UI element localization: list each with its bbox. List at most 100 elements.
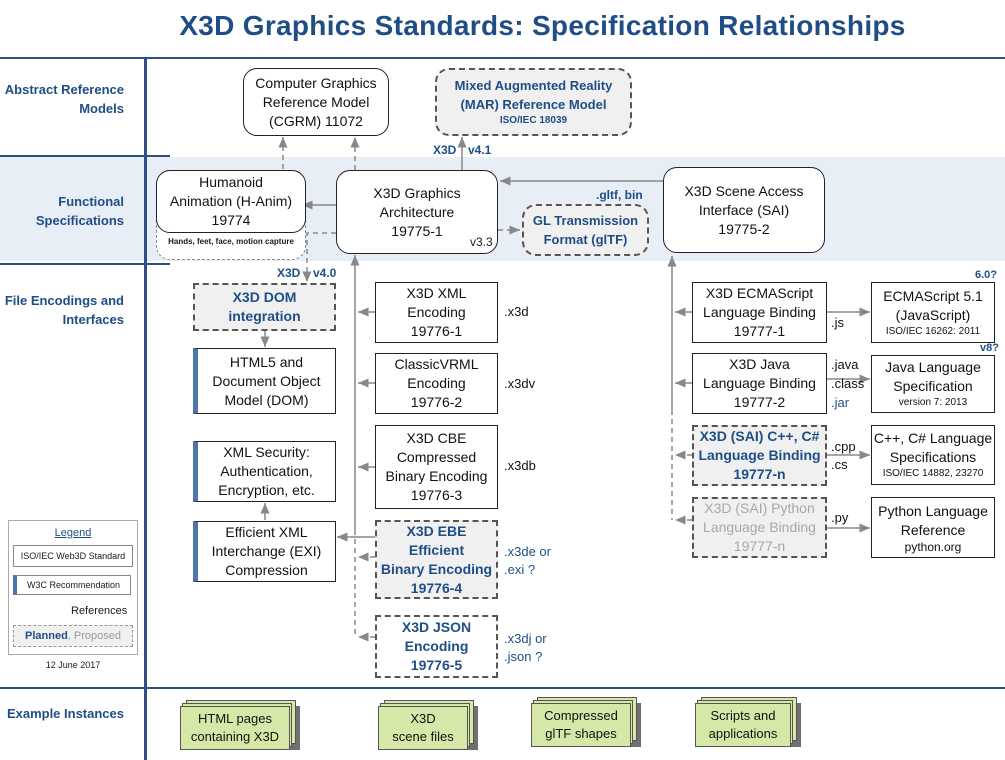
file-ext: .jar <box>831 395 850 410</box>
box-text: Java Language <box>885 359 981 375</box>
legend-iso: ISO/IEC Web3D Standard <box>13 545 133 567</box>
box-text: ECMAScript 5.1 <box>883 287 983 304</box>
date-label: 12 June 2017 <box>45 660 101 670</box>
file-ext: .x3d <box>504 304 529 319</box>
file-ext: .cs <box>831 457 848 472</box>
file-ext: .py <box>831 510 849 525</box>
box-text: Computer Graphics <box>255 74 377 91</box>
box-text: Encryption, etc. <box>218 482 315 498</box>
hanim-note: Hands, feet, face, motion capture <box>168 237 294 246</box>
box-text: Python Language <box>878 502 988 519</box>
functional-band <box>0 157 1005 261</box>
box-text: C++, C# Language <box>873 430 993 446</box>
box-text: X3D (SAI) Python <box>704 500 815 516</box>
box-text: 19776-4 <box>410 579 463 596</box>
box-text: 19776-1 <box>410 323 463 339</box>
box-text: 19775-1 <box>391 222 443 239</box>
row-label-encodings: File Encodings and Interfaces <box>4 293 124 327</box>
box-text: Binary Encoding <box>385 468 488 484</box>
mar-box[interactable]: Mixed Augmented Reality (MAR) Reference … <box>435 68 632 136</box>
box-text: Efficient <box>408 541 465 558</box>
cbe-encoding-box[interactable]: X3D CBE Compressed Binary Encoding 19776… <box>375 425 498 509</box>
divider <box>0 687 1005 689</box>
box-text: X3D Graphics <box>373 184 461 201</box>
version-label: v4.1 <box>468 143 492 157</box>
version-label: 6.0? <box>975 269 998 281</box>
ebe-encoding-box[interactable]: X3D EBE Efficient Binary Encoding 19776-… <box>375 520 498 599</box>
box-text: Compressed <box>396 449 477 465</box>
file-ext: .x3dv <box>504 376 536 391</box>
box-text: Interchange (EXI) <box>211 543 322 559</box>
box-text: X3D DOM <box>232 289 297 305</box>
box-text: Language Binding <box>703 519 816 535</box>
sai-box[interactable]: X3D Scene Access Interface (SAI) 19775-2 <box>663 167 825 253</box>
xml-security-box[interactable]: XML Security: Authentication, Encryption… <box>193 441 336 502</box>
python-spec-box[interactable]: Python Language Reference python.org <box>871 497 995 558</box>
xml-encoding-box[interactable]: X3D XML Encoding 19776-1 <box>375 282 498 343</box>
box-text: 19776-2 <box>410 394 463 410</box>
box-text: X3D Scene Access <box>684 182 804 199</box>
html5-box[interactable]: HTML5 and Document Object Model (DOM) <box>193 348 336 414</box>
architecture-box[interactable]: X3D Graphics Architecture 19775-1 <box>336 170 498 254</box>
file-ext: .cpp <box>831 439 856 454</box>
box-text: (MAR) Reference Model <box>460 97 607 112</box>
box-text: Interface (SAI) <box>698 201 790 218</box>
version-label: v4.0 <box>313 266 337 280</box>
box-text: ISO/IEC 14882, 23270 <box>882 468 984 479</box>
box-text: 19776-5 <box>410 657 463 673</box>
box-text: 19777-2 <box>733 394 786 410</box>
version-label: X3D <box>433 143 457 157</box>
box-text: Format (glTF) <box>543 232 628 247</box>
file-ext: .json ? <box>504 649 543 664</box>
cgrm-box[interactable]: Computer Graphics Reference Model (CGRM)… <box>243 68 389 136</box>
java-binding-box[interactable]: X3D Java Language Binding 19777-2 <box>692 353 827 414</box>
file-ext: .x3de or <box>504 544 551 559</box>
box-text: Model (DOM) <box>224 391 309 408</box>
json-encoding-box[interactable]: X3D JSON Encoding 19776-5 <box>375 615 498 678</box>
ecmascript-binding-box[interactable]: X3D ECMAScript Language Binding 19777-1 <box>692 282 827 343</box>
box-text: Language Binding <box>698 447 821 463</box>
divider <box>0 57 1005 59</box>
dom-integration-box[interactable]: X3D DOM integration <box>193 283 336 331</box>
box-text: Animation (H-Anim) <box>169 193 293 209</box>
box-text: Specification <box>893 378 973 394</box>
box-text: 19776-3 <box>410 487 463 503</box>
classicvrml-encoding-box[interactable]: ClassicVRML Encoding 19776-2 <box>375 353 498 414</box>
box-text: 19777-n <box>733 538 786 554</box>
row-label-abstract: Abstract Reference Models <box>4 82 124 116</box>
python-binding-box[interactable]: X3D (SAI) Python Language Binding 19777-… <box>692 497 827 558</box>
box-text: 19775-2 <box>718 220 770 237</box>
box-text: XML Security: <box>223 444 310 460</box>
box-text: 19777-n <box>733 466 786 482</box>
cpp-spec-box[interactable]: C++, C# Language Specifications ISO/IEC … <box>871 425 995 485</box>
box-text: (JavaScript) <box>895 306 971 323</box>
java-spec-box[interactable]: Java Language Specification version 7: 2… <box>871 355 995 413</box>
legend: Legend ISO/IEC Web3D Standard W3C Recomm… <box>8 520 138 655</box>
file-ext: .js <box>831 315 844 330</box>
cpp-binding-box[interactable]: X3D (SAI) C++, C# Language Binding 19777… <box>692 425 827 486</box>
file-ext: .exi ? <box>504 562 536 577</box>
divider <box>0 263 170 265</box>
ecmascript-spec-box[interactable]: ECMAScript 5.1 (JavaScript) ISO/IEC 1626… <box>871 282 995 343</box>
box-text: X3D CBE <box>406 430 467 446</box>
version-label: v8? <box>980 342 999 354</box>
legend-references: References ... <box>71 605 128 629</box>
box-text: GL Transmission <box>532 213 639 228</box>
hanim-box[interactable]: Humanoid Animation (H-Anim) 19774 <box>156 170 306 233</box>
box-text: X3D (SAI) C++, C# <box>699 428 820 444</box>
box-text: integration <box>228 308 301 324</box>
architecture-version: v3.3 <box>470 235 493 249</box>
box-text: Binary Encoding <box>380 560 493 577</box>
gltf-box[interactable]: GL Transmission Format (glTF) <box>522 204 649 256</box>
box-text: Authentication, <box>220 463 313 479</box>
legend-planned: Planned, Proposed <box>13 625 133 647</box>
box-text: 19774 <box>211 212 251 228</box>
box-text: (CGRM) 11072 <box>269 112 363 129</box>
box-text: ClassicVRML <box>394 356 479 372</box>
row-label-examples: Example Instances <box>6 706 124 721</box>
exi-box[interactable]: Efficient XML Interchange (EXI) Compress… <box>193 521 336 582</box>
gltf-ext: .gltf, bin <box>596 188 643 202</box>
